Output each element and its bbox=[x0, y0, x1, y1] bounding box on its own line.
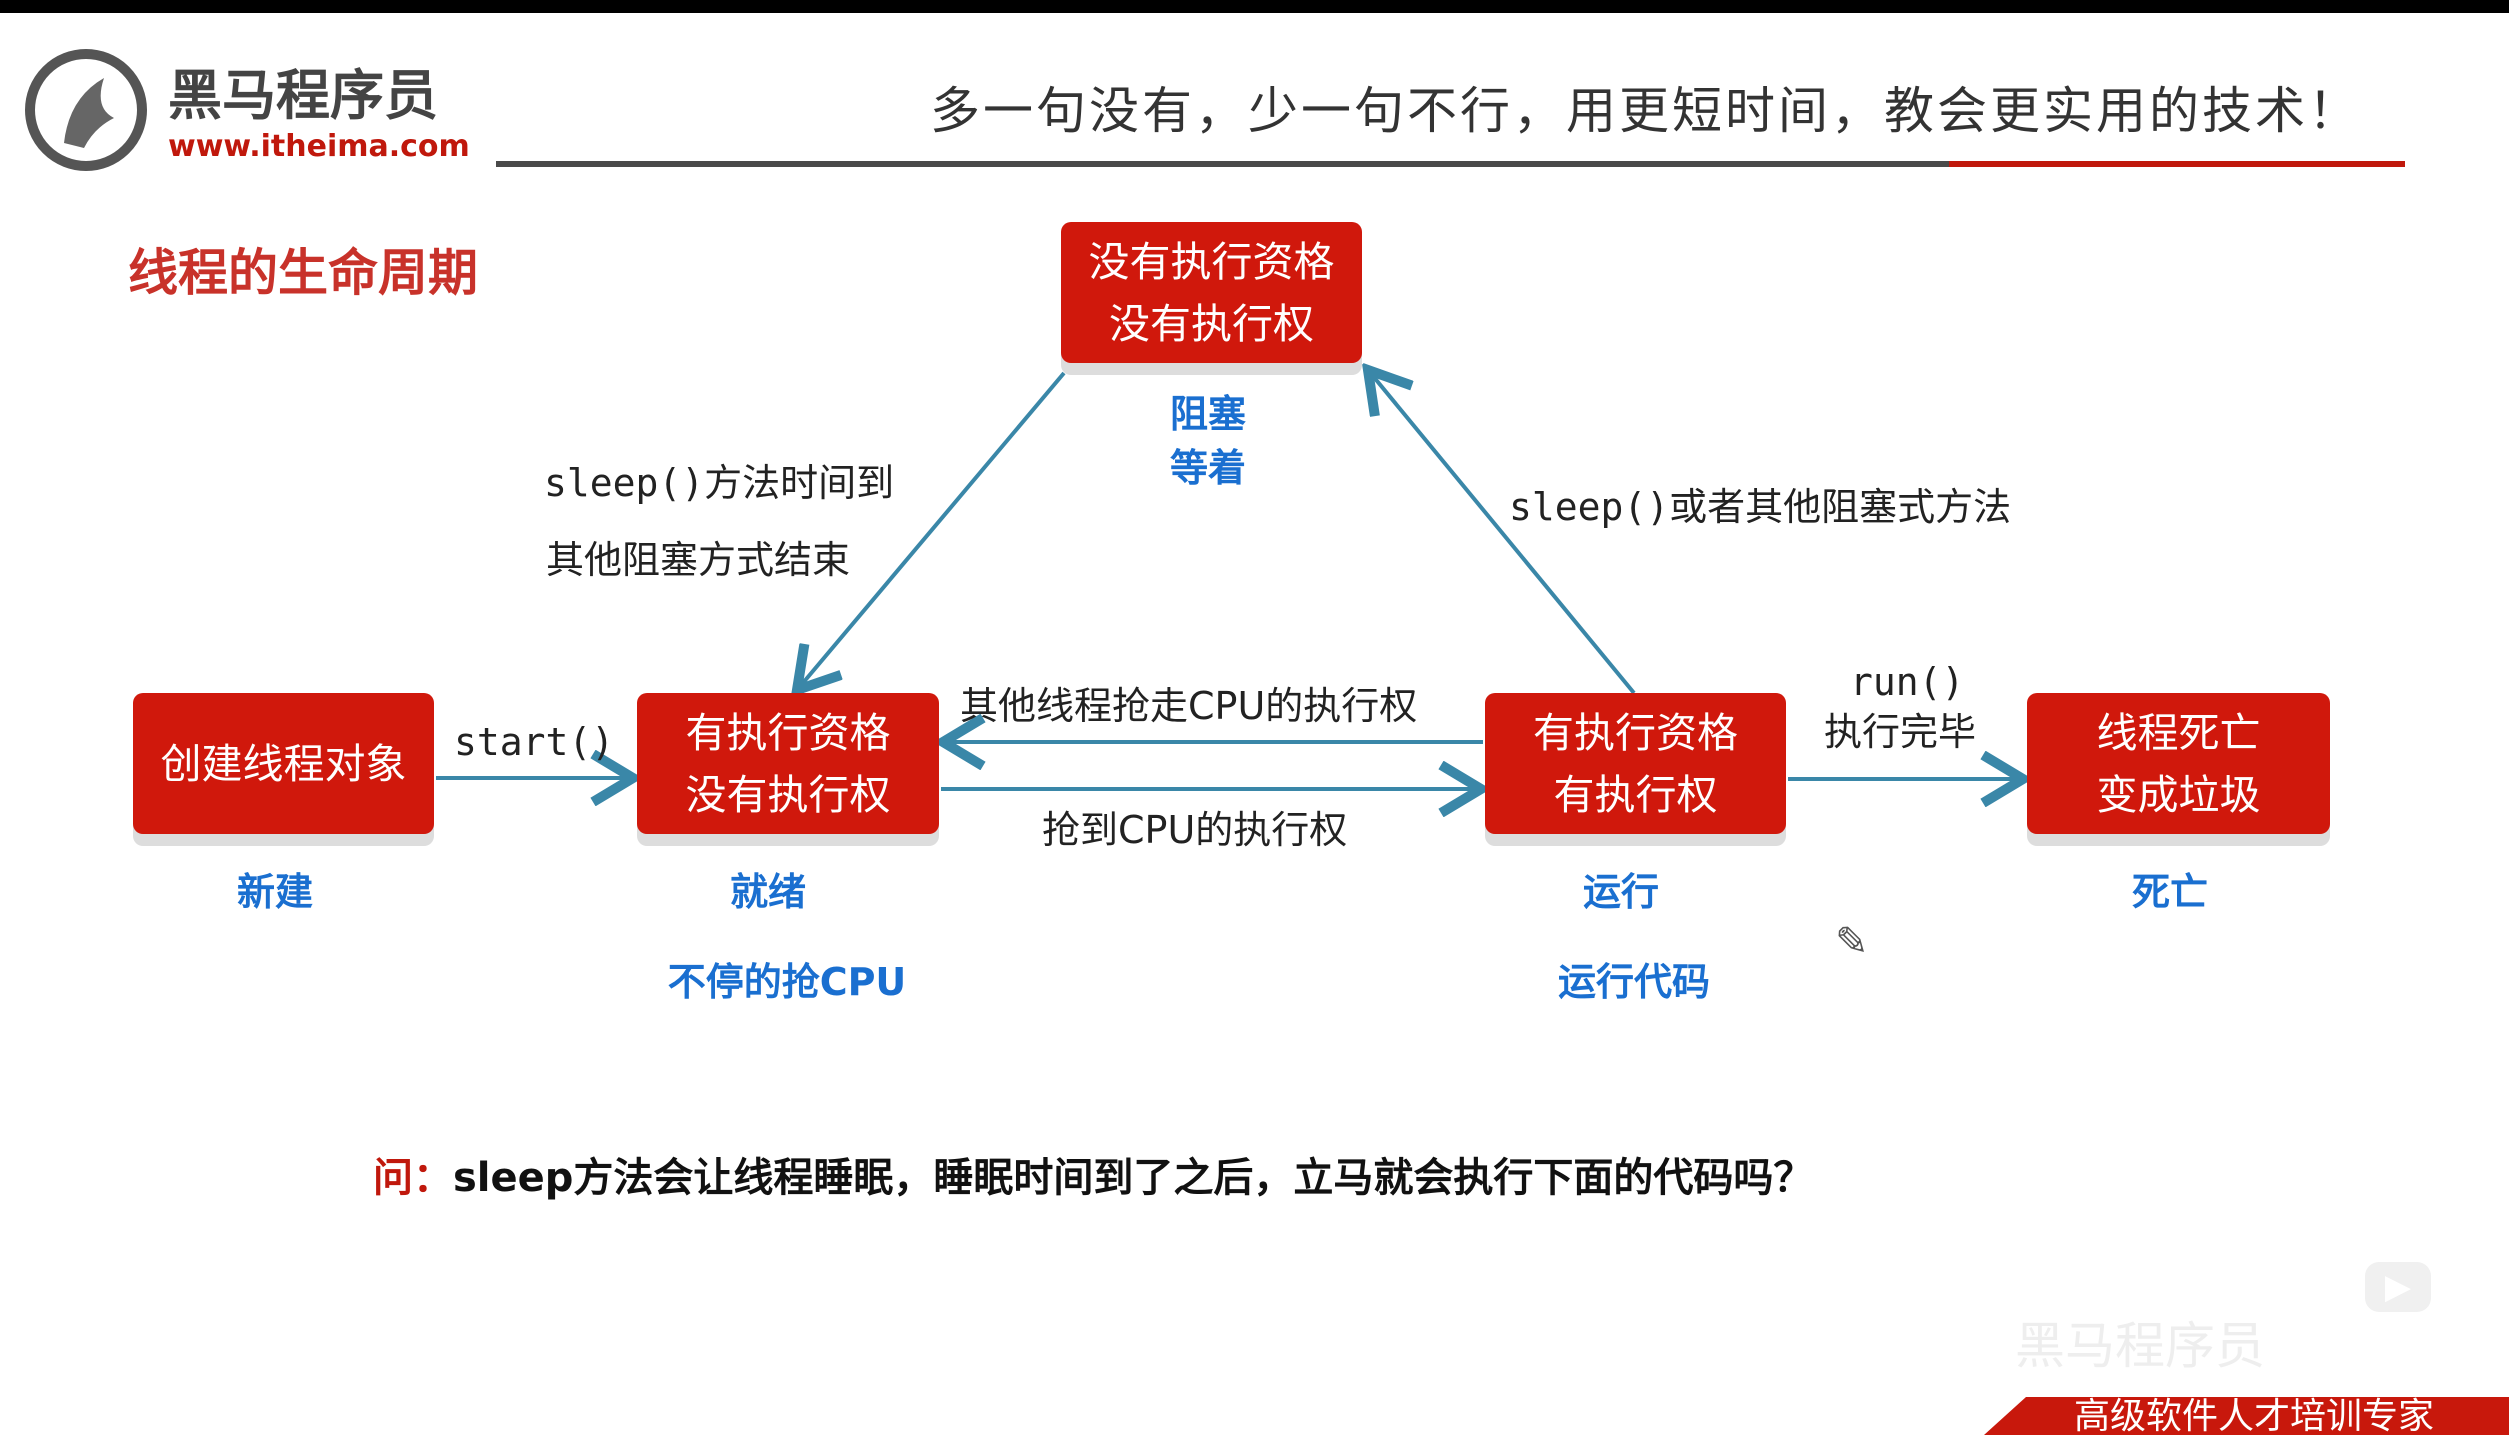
brand-name: 黑马程序员 bbox=[168, 64, 438, 127]
question-text: sleep方法会让线程睡眠，睡眠时间到了之后，立马就会执行下面的代码吗？ bbox=[453, 1155, 1814, 1201]
transition-run-done: 执行完毕 bbox=[1824, 710, 1977, 754]
arrow-block bbox=[1368, 370, 1636, 695]
state-dead-box: 线程死亡变成垃圾 bbox=[2027, 693, 2330, 834]
label-blocked: 阻塞 bbox=[1169, 392, 1247, 436]
label-ready-sub: 不停的抢CPU bbox=[667, 960, 907, 1004]
video-play-icon: ▶ bbox=[2365, 1262, 2431, 1312]
transition-unblock-1: sleep()方法时间到 bbox=[544, 461, 895, 505]
running-line1: 有执行资格 bbox=[1533, 708, 1738, 757]
question: 问：sleep方法会让线程睡眠，睡眠时间到了之后，立马就会执行下面的代码吗？ bbox=[373, 1154, 1813, 1202]
header-divider-accent bbox=[1949, 161, 2405, 167]
label-ready: 就绪 bbox=[729, 870, 807, 914]
state-new-box: 创建线程对象 bbox=[133, 693, 434, 834]
logo bbox=[24, 48, 149, 173]
transition-run: run() bbox=[1850, 660, 1965, 704]
blocked-line2: 没有执行权 bbox=[1109, 299, 1314, 348]
transition-start: start() bbox=[454, 720, 615, 764]
horse-logo-icon bbox=[25, 49, 147, 171]
brand-url: www.itheima.com bbox=[168, 129, 470, 164]
label-dead: 死亡 bbox=[2131, 870, 2209, 914]
label-running-sub: 运行代码 bbox=[1557, 960, 1711, 1004]
watermark: 黑马程序员 bbox=[2015, 1317, 2265, 1375]
running-line2: 有执行权 bbox=[1553, 770, 1718, 819]
question-prefix: 问： bbox=[373, 1155, 453, 1201]
transition-to-ready: 其他线程抢走CPU的执行权 bbox=[960, 684, 1418, 728]
header-divider bbox=[496, 161, 1949, 167]
slogan: 多一句没有，少一句不行，用更短时间，教会更实用的技术！ bbox=[930, 82, 2361, 140]
blocked-line1: 没有执行资格 bbox=[1088, 237, 1335, 286]
state-new-text: 创建线程对象 bbox=[160, 739, 407, 788]
label-blocked-sub: 等着 bbox=[1169, 446, 1247, 490]
dead-line2: 变成垃圾 bbox=[2096, 770, 2261, 819]
arrow-unblock bbox=[797, 371, 1066, 690]
page-title: 线程的生命周期 bbox=[128, 244, 478, 302]
label-running: 运行 bbox=[1582, 870, 1660, 914]
transition-unblock-2: 其他阻塞方式结束 bbox=[546, 538, 851, 582]
pencil-icon: ✎ bbox=[1835, 919, 1869, 965]
state-ready-box: 有执行资格没有执行权 bbox=[637, 693, 939, 834]
dead-line1: 线程死亡 bbox=[2096, 708, 2261, 757]
state-running-box: 有执行资格有执行权 bbox=[1485, 693, 1786, 834]
ready-line2: 没有执行权 bbox=[685, 770, 891, 819]
footer-banner: 高级软件人才培训专家 bbox=[1984, 1397, 2509, 1435]
transition-block: sleep()或者其他阻塞式方法 bbox=[1509, 485, 2012, 529]
footer-banner-text: 高级软件人才培训专家 bbox=[2074, 1396, 2435, 1437]
transition-to-running: 抢到CPU的执行权 bbox=[1042, 808, 1348, 852]
top-bar bbox=[0, 0, 2509, 13]
state-blocked-box: 没有执行资格没有执行权 bbox=[1061, 222, 1362, 363]
label-new: 新建 bbox=[236, 870, 314, 914]
ready-line1: 有执行资格 bbox=[685, 708, 891, 757]
